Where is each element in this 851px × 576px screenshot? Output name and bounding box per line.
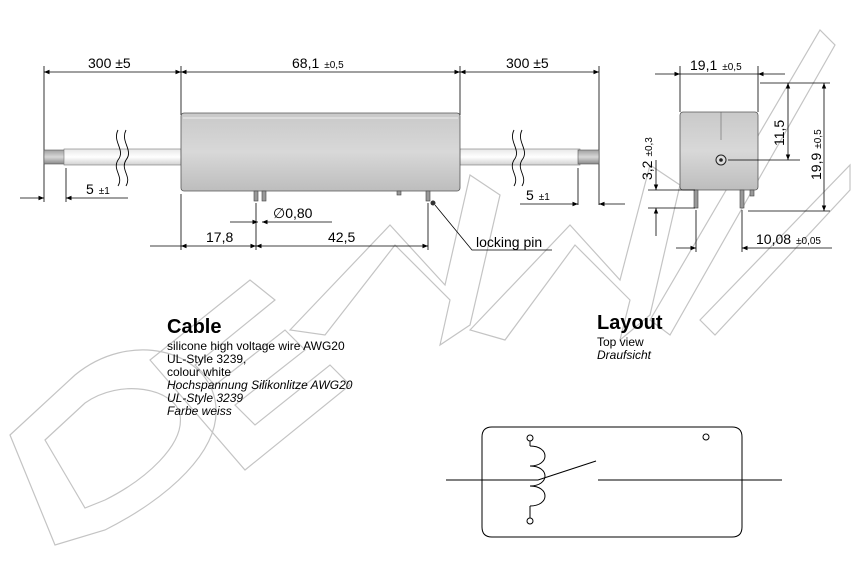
watermark — [9, 29, 851, 546]
layout-schematic — [446, 426, 782, 538]
side-view: 19,1±0,5 11,5 19,9±0,5 3,2±0,3 10,08±0,0… — [639, 57, 832, 252]
coil-terminal-bottom — [526, 517, 534, 525]
layout-sub-en: Top view — [597, 335, 644, 349]
coil-terminal-top — [526, 434, 534, 442]
dim-pin-spacing: 42,5 — [328, 229, 355, 245]
dim-pin-length: 3,2±0,3 — [639, 137, 655, 180]
cable-line-de: Farbe weiss — [167, 404, 232, 418]
layout-outline — [481, 426, 743, 538]
switch-contact — [537, 460, 597, 481]
locking-pin-dot — [430, 200, 436, 206]
dim-pin-offset: 17,8 — [206, 229, 233, 245]
dim-strip-right: 5±1 — [526, 187, 550, 203]
cable-line: silicone high voltage wire AWG20 — [167, 339, 345, 353]
break-marks — [115, 129, 525, 187]
wire-tip-left — [43, 149, 67, 165]
layout-info: Layout Top view Draufsicht — [597, 312, 663, 362]
coil-symbol — [529, 445, 546, 507]
relay-body — [180, 112, 461, 192]
cable-line: colour white — [167, 365, 232, 379]
cable-line-de: UL-Style 3239 — [167, 391, 244, 405]
dim-pin-diameter: ∅0,80 — [273, 205, 313, 221]
wire-right — [459, 148, 581, 166]
cable-info: Cable silicone high voltage wire AWG20 U… — [167, 316, 352, 418]
cable-line: UL-Style 3239, — [167, 352, 247, 366]
label-locking-pin: locking pin — [476, 234, 542, 250]
locking-pin-mark — [702, 433, 710, 441]
front-view: 300 ±5 68,1±0,5 300 ±5 — [20, 55, 625, 251]
layout-sub-de: Draufsicht — [597, 348, 652, 362]
side-body — [679, 111, 759, 191]
cable-line-de: Hochspannung Silikonlitze AWG20 — [167, 378, 353, 392]
wire-left — [63, 148, 182, 166]
wire-tip-right — [577, 149, 600, 165]
dim-width: 19,1±0,5 — [690, 57, 742, 73]
layout-heading: Layout — [597, 312, 663, 334]
dim-height-center: 11,5 — [771, 120, 787, 146]
dim-strip-left: 5±1 — [86, 181, 110, 197]
dim-depth: 10,08±0,05 — [756, 231, 821, 247]
body-pins — [253, 190, 431, 202]
dim-body-length: 68,1±0,5 — [292, 55, 344, 71]
dim-cable-right: 300 ±5 — [506, 55, 549, 71]
dim-cable-left: 300 ±5 — [88, 55, 131, 71]
cable-heading: Cable — [167, 316, 222, 338]
dim-height-total: 19,9±0,5 — [808, 129, 824, 180]
